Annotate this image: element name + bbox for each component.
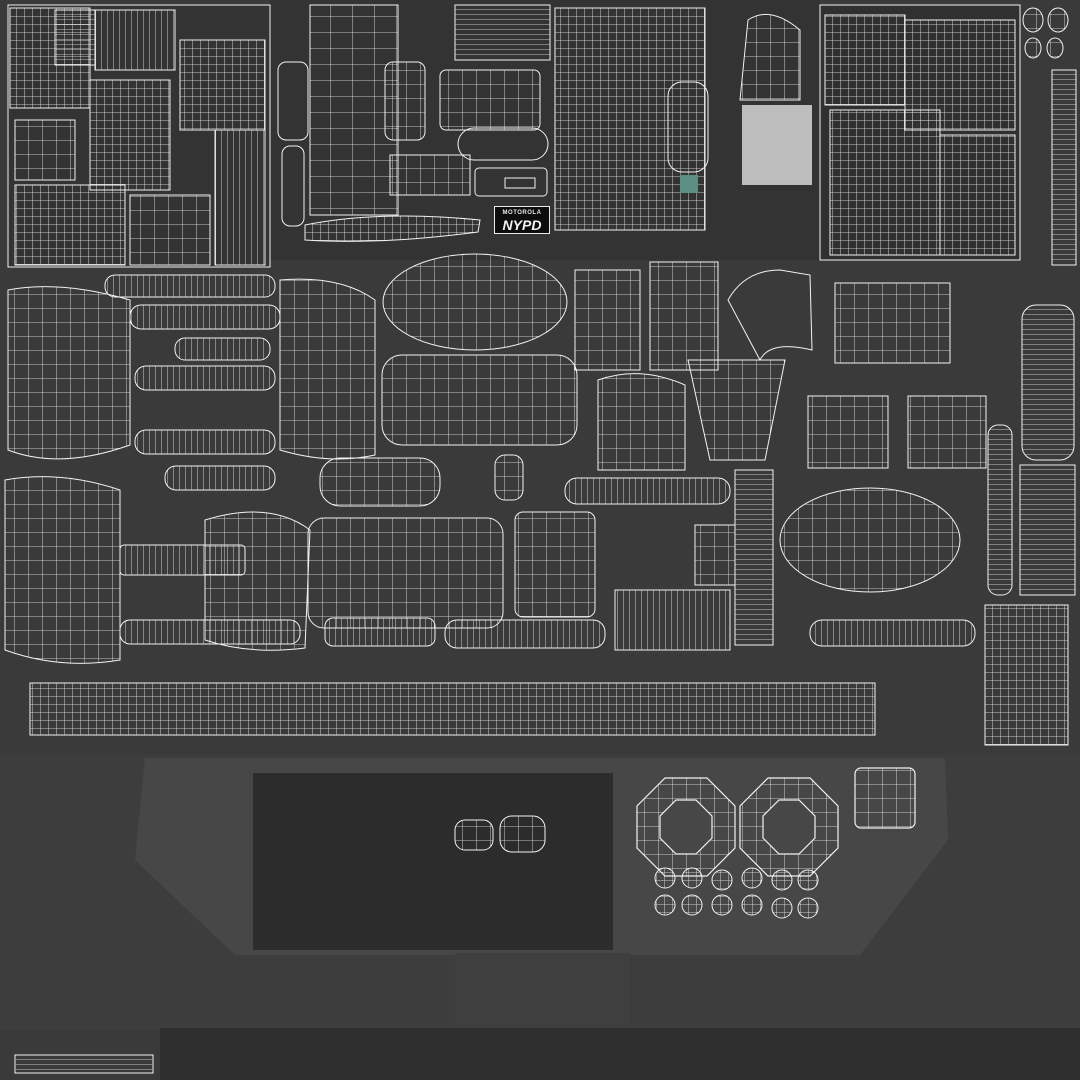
decal-brand-text: MOTOROLA bbox=[502, 210, 542, 216]
light-swatch bbox=[742, 105, 812, 185]
lower-small-shells bbox=[454, 815, 546, 853]
octagon-shells bbox=[636, 767, 916, 877]
top-right-atlas bbox=[739, 4, 1077, 266]
nypd-decal: MOTOROLA NYPD bbox=[494, 206, 550, 234]
lower-panel-group bbox=[0, 755, 1080, 1080]
decal-unit-text: NYPD bbox=[502, 217, 542, 233]
bottom-left-bar-fill bbox=[16, 1056, 152, 1072]
top-left-atlas bbox=[7, 4, 271, 268]
right-side-shells bbox=[694, 282, 1076, 746]
glove-shells-upper bbox=[7, 274, 376, 491]
teal-icon-swatch bbox=[680, 175, 698, 193]
bottom-left-bar bbox=[14, 1054, 154, 1074]
lower-bottom-block bbox=[455, 953, 630, 1031]
long-grid-strip bbox=[29, 682, 876, 736]
sole-shells bbox=[381, 253, 976, 651]
lower-center-dark-panel bbox=[253, 773, 613, 950]
glove-shells-lower bbox=[4, 454, 606, 664]
bottom-strip bbox=[160, 1028, 1080, 1080]
rivet-grid bbox=[654, 867, 819, 919]
